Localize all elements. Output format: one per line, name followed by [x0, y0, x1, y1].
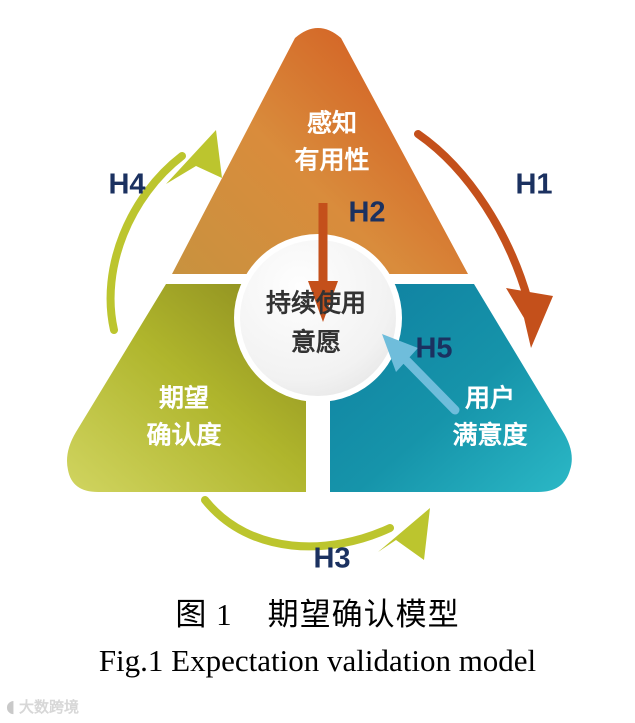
caption-english: Fig.1 Expectation validation model: [98, 643, 537, 678]
arrow-h3: [201, 496, 430, 560]
figure-caption: 图 1 期望确认模型 Fig.1 Expectation validation …: [0, 592, 635, 684]
arrow-h2: [308, 203, 338, 322]
segment-label-perceived-usefulness-line2: 有用性: [294, 147, 369, 175]
triangle-segments: [67, 28, 572, 492]
arrow-h4: [106, 130, 222, 334]
figure-diagram: 感知 有用性 期望 确认度 用户 满意度 持续使用 意愿 H4 H1 H2 H5…: [67, 28, 572, 575]
segment-perceived-usefulness[interactable]: [172, 28, 468, 274]
segment-label-expectation-confirmation-line1: 期望: [159, 385, 209, 413]
segment-label-user-satisfaction-line2: 满意度: [452, 421, 527, 450]
center-circle[interactable]: [240, 240, 396, 396]
arrow-h5: [382, 334, 460, 415]
hypothesis-label-h3: H3: [313, 543, 350, 575]
segment-label-user-satisfaction-line1: 用户: [465, 384, 515, 413]
arrow-h1: [414, 130, 553, 348]
segment-label-perceived-usefulness-line1: 感知: [307, 109, 357, 138]
hypothesis-label-h5: H5: [415, 333, 452, 365]
watermark: ◖ 大数跨境: [6, 694, 118, 720]
segment-label-expectation-confirmation-line2: 确认度: [146, 421, 221, 450]
expectation-validation-model-svg: 感知 有用性 期望 确认度 用户 满意度 持续使用 意愿 H4 H1 H2 H5…: [67, 28, 572, 575]
hypothesis-label-h2: H2: [348, 197, 385, 229]
hypothesis-label-h1: H1: [515, 169, 552, 201]
watermark-logo-icon: ◖: [6, 696, 15, 717]
watermark-text: 大数跨境: [18, 697, 79, 716]
center-label-line2: 意愿: [291, 328, 341, 357]
hypothesis-label-h4: H4: [108, 169, 145, 201]
center-label-line1: 持续使用: [266, 289, 366, 318]
caption-chinese: 图 1 期望确认模型: [175, 597, 460, 632]
